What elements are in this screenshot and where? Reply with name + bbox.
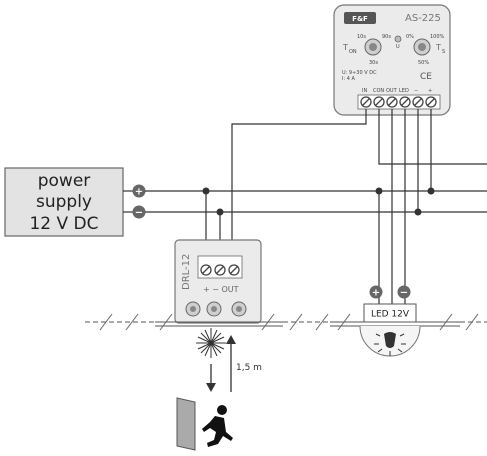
svg-text:−: − xyxy=(400,288,408,299)
power-supply: power supply 12 V DC + − xyxy=(4,167,146,237)
bus-lines xyxy=(145,190,487,213)
svg-text:−: − xyxy=(135,208,143,219)
minus-terminal-icon xyxy=(132,205,146,219)
status-led-icon xyxy=(394,35,402,43)
svg-text:+: + xyxy=(135,187,143,198)
door-icon xyxy=(176,397,196,451)
svg-text:30s: 30s xyxy=(369,60,378,66)
drl12-device: DRL-12 + − OUT xyxy=(174,191,262,324)
ce-mark: CE xyxy=(420,72,432,82)
svg-text:0%: 0% xyxy=(406,34,414,40)
svg-text:CON: CON xyxy=(373,88,384,94)
svg-text:T: T xyxy=(342,43,348,52)
plus-terminal-icon xyxy=(132,184,146,198)
led-lamp: + − LED 12V xyxy=(359,285,421,357)
led-lamp-label: LED 12V xyxy=(371,310,410,320)
svg-text:S: S xyxy=(442,49,445,55)
as225-device: F&F AS-225 10s 90s T ON 30s U 0% 100% T … xyxy=(333,4,451,116)
power-supply-box xyxy=(4,167,124,237)
arrow-down-icon xyxy=(206,383,216,392)
as225-model: AS-225 xyxy=(405,13,441,24)
svg-text:10s: 10s xyxy=(357,34,366,40)
lamp-minus-icon xyxy=(397,285,411,299)
ceiling xyxy=(85,313,487,331)
door-person-icon xyxy=(176,397,233,451)
power-supply-line1: power xyxy=(38,171,91,191)
as225-wires xyxy=(231,109,487,304)
as225-terminal-block xyxy=(357,94,441,110)
svg-text:50%: 50% xyxy=(418,60,429,66)
svg-text:F&F: F&F xyxy=(352,15,368,23)
ff-logo xyxy=(344,12,376,24)
lamp-plus-icon xyxy=(369,285,383,299)
led-lamp-label-box xyxy=(363,303,417,323)
drl12-model: DRL-12 xyxy=(181,254,192,290)
svg-text:OUT: OUT xyxy=(386,88,398,94)
svg-text:T: T xyxy=(435,43,441,52)
bulb-icon xyxy=(374,332,406,356)
power-supply-line2: supply xyxy=(36,192,92,212)
arrow-up-icon xyxy=(226,335,236,344)
person-head xyxy=(217,405,227,415)
sensor-burst-icon xyxy=(196,328,226,358)
svg-text:IN: IN xyxy=(362,88,367,94)
junction-dots xyxy=(202,187,435,216)
svg-text:−: − xyxy=(414,88,418,94)
power-supply-line3: 12 V DC xyxy=(29,214,98,234)
motion-detection: 1,5 m xyxy=(196,328,262,392)
drl12-knobs xyxy=(185,301,247,317)
svg-text:+: + xyxy=(428,88,432,94)
svg-text:100%: 100% xyxy=(430,34,445,40)
svg-text:LED: LED xyxy=(399,88,409,94)
as225-spec-voltage: U: 9÷30 V DC xyxy=(342,70,377,76)
running-person-icon xyxy=(202,416,233,447)
svg-text:90s: 90s xyxy=(382,34,391,40)
distance-label: 1,5 m xyxy=(236,363,262,373)
drl12-terminal-labels: + − OUT xyxy=(203,285,239,294)
svg-text:U: U xyxy=(396,44,400,50)
as225-spec-current: I: 4 A xyxy=(342,76,356,82)
svg-text:ON: ON xyxy=(349,49,357,55)
svg-text:+: + xyxy=(372,288,380,299)
